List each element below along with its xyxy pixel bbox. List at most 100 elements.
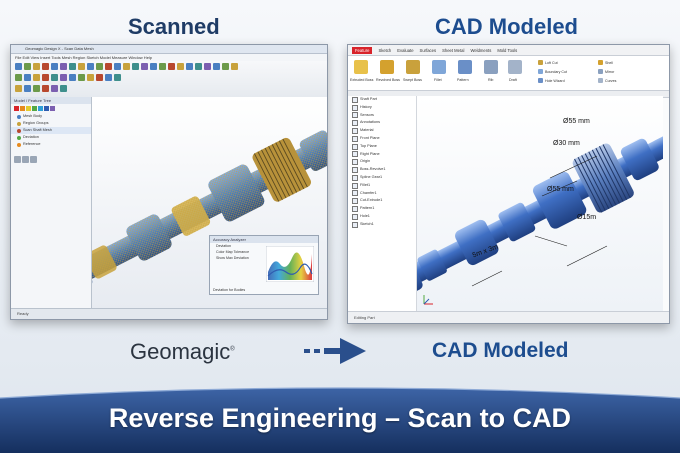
geomagic-menubar[interactable]: File Edit View Insert Tools Mesh Region … xyxy=(11,54,327,61)
boolean-icon[interactable] xyxy=(204,63,211,70)
panel-row[interactable]: Deviation xyxy=(11,134,91,141)
chamfer-icon[interactable] xyxy=(159,63,166,70)
toolbar-row-1[interactable] xyxy=(15,63,323,72)
revolve-icon[interactable] xyxy=(123,63,130,70)
tree-item[interactable]: Top Plane xyxy=(348,143,416,151)
view-icon[interactable] xyxy=(213,63,220,70)
mirror-icon[interactable] xyxy=(186,63,193,70)
tab-feature[interactable]: Feature xyxy=(352,46,373,54)
rotate-icon[interactable] xyxy=(24,74,31,81)
revolved-boss-icon[interactable] xyxy=(380,60,394,74)
deviation-icon[interactable] xyxy=(60,74,67,81)
mesh-icon[interactable] xyxy=(33,63,40,70)
save-icon[interactable] xyxy=(24,63,31,70)
tree-item[interactable]: Annotations xyxy=(348,119,416,127)
select-icon[interactable] xyxy=(15,74,22,81)
point-icon[interactable] xyxy=(69,74,76,81)
swatch-purple[interactable] xyxy=(50,106,55,111)
cylinder-icon[interactable] xyxy=(96,74,103,81)
loft-icon[interactable] xyxy=(132,63,139,70)
curves-button[interactable]: Curves xyxy=(598,78,616,83)
split-icon[interactable] xyxy=(195,63,202,70)
section-icon[interactable] xyxy=(51,74,58,81)
heal-icon[interactable] xyxy=(15,85,22,92)
swatch-cyan[interactable] xyxy=(38,106,43,111)
swatch-green[interactable] xyxy=(32,106,37,111)
toolbar-row-3[interactable] xyxy=(15,85,323,94)
swatch-red[interactable] xyxy=(14,106,19,111)
analyzer-option[interactable]: Show Max Deviation xyxy=(216,256,249,260)
boundary-cut-button[interactable]: Boundary Cut xyxy=(538,69,567,74)
tree-item[interactable]: Spline Gear1 xyxy=(348,174,416,182)
pattern-icon[interactable] xyxy=(458,60,472,74)
color-swatches[interactable] xyxy=(11,104,91,113)
fillet-icon[interactable] xyxy=(150,63,157,70)
trim-icon[interactable] xyxy=(105,63,112,70)
cone-icon[interactable] xyxy=(105,74,112,81)
filter-icon[interactable] xyxy=(14,156,21,163)
shell-icon[interactable] xyxy=(168,63,175,70)
tab-weldments[interactable]: Weldments xyxy=(470,47,492,53)
swatch-yellow[interactable] xyxy=(26,106,31,111)
pan-icon[interactable] xyxy=(33,74,40,81)
scan-viewport[interactable]: Accuracy Analyzer Deviation Color Map To… xyxy=(63,97,327,309)
sweep-icon[interactable] xyxy=(141,63,148,70)
extrude-icon[interactable] xyxy=(114,63,121,70)
panel-row[interactable]: Reference xyxy=(11,141,91,148)
tree-item[interactable]: Sensors xyxy=(348,112,416,120)
swatch-blue[interactable] xyxy=(44,106,49,111)
fit-icon[interactable] xyxy=(96,63,103,70)
model-icon[interactable] xyxy=(60,63,67,70)
cad-viewport[interactable]: Ø55 mm Ø30 mm Ø55 mm Ø15m 5m x 3m xyxy=(395,96,669,311)
fill-holes-icon[interactable] xyxy=(42,85,49,92)
tree-item[interactable]: Cut-Extrude1 xyxy=(348,197,416,205)
tree-item[interactable]: Sketch1 xyxy=(348,221,416,229)
tree-item[interactable]: Pattern1 xyxy=(348,205,416,213)
line-icon[interactable] xyxy=(78,74,85,81)
merge-icon[interactable] xyxy=(60,85,67,92)
tree-item[interactable]: Origin xyxy=(348,158,416,166)
panel-row-selected[interactable]: Scan Shaft Mesh xyxy=(11,127,91,134)
tree-item[interactable]: Boss-Revolve1 xyxy=(348,166,416,174)
region-icon[interactable] xyxy=(42,63,49,70)
mirror-button[interactable]: Mirror xyxy=(598,69,614,74)
defeature-icon[interactable] xyxy=(51,85,58,92)
smooth-icon[interactable] xyxy=(24,85,31,92)
sketch-icon[interactable] xyxy=(51,63,58,70)
hole-wizard-button[interactable]: Hole Wizard xyxy=(538,78,565,83)
open-icon[interactable] xyxy=(15,63,22,70)
analyzer-option[interactable]: Deviation xyxy=(216,244,231,248)
loft-cut-button[interactable]: Loft Cut xyxy=(538,60,558,65)
extruded-boss-icon[interactable] xyxy=(354,60,368,74)
tree-item[interactable]: Material xyxy=(348,127,416,135)
rib-icon[interactable] xyxy=(484,60,498,74)
panel-tool-icons[interactable] xyxy=(11,154,91,165)
scan-icon[interactable] xyxy=(87,63,94,70)
export-icon[interactable] xyxy=(231,63,238,70)
panel-row[interactable]: Region Groups xyxy=(11,120,91,127)
swept-boss-icon[interactable] xyxy=(406,60,420,74)
swatch-orange[interactable] xyxy=(20,106,25,111)
tab-mold-tools[interactable]: Mold Tools xyxy=(497,47,518,53)
render-icon[interactable] xyxy=(222,63,229,70)
measure-icon[interactable] xyxy=(69,63,76,70)
tab-sketch[interactable]: Sketch xyxy=(378,47,392,53)
expand-icon[interactable] xyxy=(22,156,29,163)
zoom-icon[interactable] xyxy=(42,74,49,81)
toolbar-row-2[interactable] xyxy=(15,74,323,83)
tree-item[interactable]: Hole1 xyxy=(348,213,416,221)
fillet-icon[interactable] xyxy=(432,60,446,74)
align-icon[interactable] xyxy=(78,63,85,70)
tree-item[interactable]: Shaft Part xyxy=(348,96,416,104)
analyzer-option[interactable]: Color Map Tolerance xyxy=(216,250,250,254)
pattern-icon[interactable] xyxy=(177,63,184,70)
panel-row[interactable]: Mesh Body xyxy=(11,113,91,120)
tree-item[interactable]: Front Plane xyxy=(348,135,416,143)
decimate-icon[interactable] xyxy=(33,85,40,92)
plane-icon[interactable] xyxy=(87,74,94,81)
tree-item[interactable]: Chamfer1 xyxy=(348,190,416,198)
tree-item[interactable]: Right Plane xyxy=(348,151,416,159)
tree-item[interactable]: Fillet1 xyxy=(348,182,416,190)
draft-icon[interactable] xyxy=(508,60,522,74)
collapse-icon[interactable] xyxy=(30,156,37,163)
